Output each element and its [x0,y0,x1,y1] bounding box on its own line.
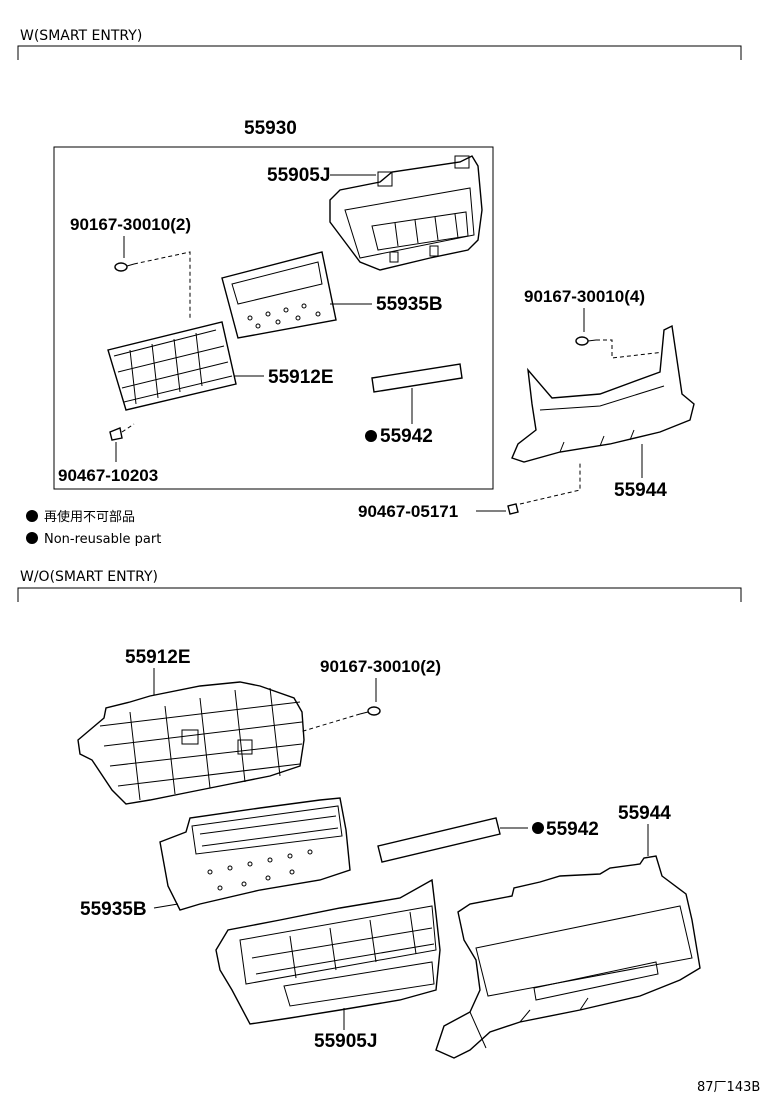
label-plate-55942-bottom: 55942 [546,819,599,840]
non-reusable-marker-55942-bottom [532,822,544,834]
label-bezel-55944-top: 55944 [614,480,667,501]
label-grid-55912e-top: 55912E [268,367,334,388]
control-panel-bottom [215,878,441,1025]
dash-screw-bottom [299,713,361,733]
control-panel-top [329,155,483,271]
label-plate-55942-top: 55942 [380,426,433,447]
label-panel-55905j-bottom: 55905J [314,1031,377,1052]
clip-icon-left [109,427,123,441]
heater-grid-bottom [77,681,305,805]
bezel-bottom [435,855,701,1059]
label-board-55935b-top: 55935B [376,294,443,315]
circuit-board-top [221,251,337,339]
label-bezel-55944-bottom: 55944 [618,803,671,824]
label-plate-top [371,363,463,393]
section-bracket-bottom [17,587,742,602]
label-plate-bottom [377,817,501,863]
legend-marker-jp [26,510,38,522]
leader-55935b-bottom [153,903,179,909]
label-board-55935b-bottom: 55935B [80,899,147,920]
clip-icon-right [507,503,519,515]
label-clip-right: 90467-05171 [358,502,458,521]
bezel-top [511,324,695,463]
label-screw-left: 90167-30010(2) [70,215,191,234]
section-title-smart-entry: W(SMART ENTRY) [20,28,142,44]
screw-icon-bottom [359,706,381,716]
section-title-no-smart-entry: W/O(SMART ENTRY) [20,569,158,585]
heater-grid-top [107,321,237,411]
section-bracket-top [17,45,742,60]
dash-clip-right [519,462,581,505]
assembly-box [53,146,494,490]
screw-icon-left [114,262,135,272]
legend-text-jp: 再使用不可部品 [44,509,135,525]
legend-text-en: Non-reusable part [44,532,161,547]
legend-marker-en [26,532,38,544]
dash-screw-right [596,339,665,359]
circuit-board-bottom [159,797,351,911]
label-panel-55905j-top: 55905J [267,165,330,186]
non-reusable-marker-55942-top [365,430,377,442]
label-grid-55912e-bottom: 55912E [125,647,191,668]
dash-screw-left [133,251,191,320]
label-screw-bottom: 90167-30010(2) [320,657,441,676]
label-assembly-55930: 55930 [244,118,297,139]
label-screw-right: 90167-30010(4) [524,287,645,306]
diagram-code: 87厂143B [697,1080,760,1095]
label-clip-left: 90467-10203 [58,466,158,485]
dash-clip-left [121,423,135,433]
screw-icon-right [575,336,597,346]
